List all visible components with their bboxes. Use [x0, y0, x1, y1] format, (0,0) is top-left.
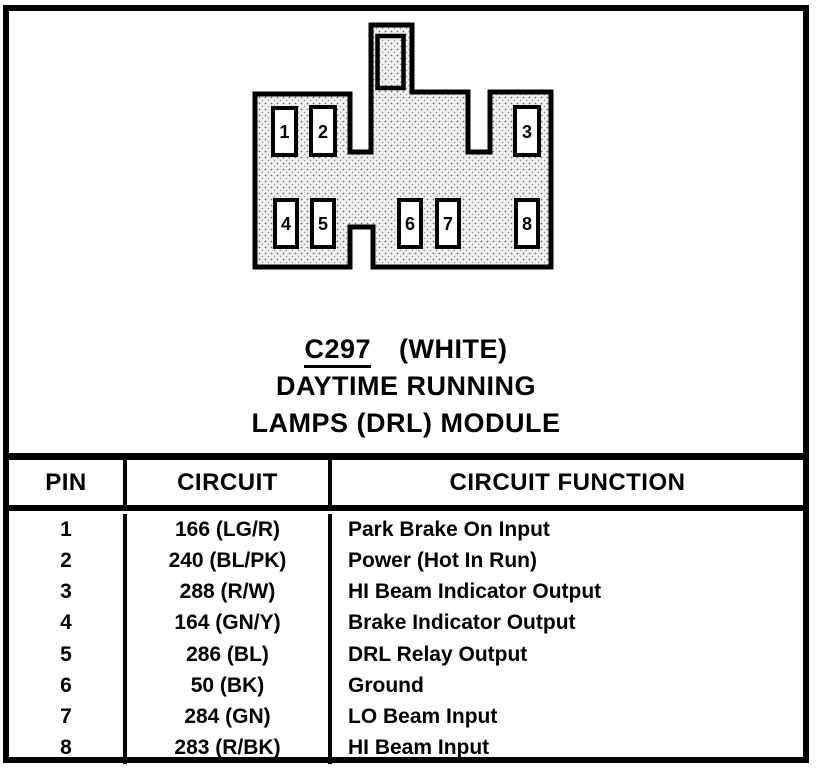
circuit-cell: 166 (LG/R) — [127, 514, 332, 546]
pin-cell: 4 — [9, 607, 127, 639]
table-row: 5 286 (BL) DRL Relay Output — [9, 639, 803, 671]
function-cell: Park Brake On Input — [348, 517, 550, 541]
table-row: 6 50 (BK) Ground — [9, 670, 803, 702]
table-row: 2 240 (BL/PK) Power (Hot In Run) — [9, 545, 803, 577]
function-cell: HI Beam Input — [348, 736, 490, 760]
circuit-cell: 240 (BL/PK) — [127, 545, 332, 577]
connector-id: C297 — [304, 334, 372, 368]
table-row: 1 166 (LG/R) Park Brake On Input — [9, 514, 803, 546]
connector-caption: C297 (WHITE) DAYTIME RUNNING LAMPS (DRL) … — [3, 331, 809, 442]
pin-cavity-4 — [273, 198, 299, 249]
function-cell: Brake Indicator Output — [348, 611, 576, 635]
circuit-cell: 50 (BK) — [127, 670, 332, 702]
pin-number-1: 1 — [279, 122, 289, 142]
pin-number-6: 6 — [405, 214, 415, 234]
circuit-cell: 283 (R/BK) — [127, 732, 332, 764]
pin-cavity-7 — [435, 198, 461, 249]
header-cell-function: CIRCUIT FUNCTION — [449, 468, 686, 496]
function-cell: HI Beam Indicator Output — [348, 580, 602, 604]
function-cell: DRL Relay Output — [348, 642, 528, 666]
pin-cell: 5 — [9, 639, 127, 671]
header-cell-pin: PIN — [9, 460, 127, 505]
pinout-table-body: 1 166 (LG/R) Park Brake On Input 2 240 (… — [9, 511, 803, 764]
pin-cavity-6 — [397, 198, 423, 249]
function-cell: Ground — [348, 673, 424, 697]
connector-color-note: (WHITE) — [399, 334, 508, 364]
pin-number-5: 5 — [318, 214, 328, 234]
table-row: 7 284 (GN) LO Beam Input — [9, 701, 803, 733]
circuit-cell: 286 (BL) — [127, 639, 332, 671]
pin-cavity-8 — [514, 198, 540, 249]
pin-number-2: 2 — [318, 122, 328, 142]
table-row: 3 288 (R/W) HI Beam Indicator Output — [9, 576, 803, 608]
table-row: 4 164 (GN/Y) Brake Indicator Output — [9, 607, 803, 639]
pin-number-7: 7 — [443, 214, 453, 234]
caption-line-1: C297 (WHITE) — [3, 331, 809, 368]
pin-cell: 2 — [9, 545, 127, 577]
caption-line-2: DAYTIME RUNNING — [275, 371, 537, 401]
circuit-cell: 284 (GN) — [127, 701, 332, 733]
pin-cell: 7 — [9, 701, 127, 733]
table-row: 8 283 (R/BK) HI Beam Input — [9, 732, 803, 764]
circuit-cell: 164 (GN/Y) — [127, 607, 332, 639]
pin-cavity-5 — [310, 198, 336, 249]
connector-diagram: 1 2 3 4 5 6 7 8 — [252, 22, 554, 270]
pinout-table-header: PIN CIRCUIT CIRCUIT FUNCTION — [9, 460, 803, 511]
pin-number-3: 3 — [522, 122, 532, 142]
header-cell-circuit: CIRCUIT — [127, 460, 332, 505]
pin-cavity-2 — [309, 105, 337, 157]
pin-number-4: 4 — [281, 214, 291, 234]
pin-cavity-1 — [271, 106, 298, 157]
pin-cell: 1 — [9, 514, 127, 546]
caption-line-3: LAMPS (DRL) MODULE — [251, 408, 561, 438]
pin-number-8: 8 — [522, 214, 532, 234]
pinout-table: PIN CIRCUIT CIRCUIT FUNCTION 1 166 (LG/R… — [9, 453, 803, 764]
pin-cell: 8 — [9, 732, 127, 764]
circuit-cell: 288 (R/W) — [127, 576, 332, 608]
page-border-frame — [3, 5, 809, 763]
function-cell: Power (Hot In Run) — [348, 548, 537, 572]
pin-cell: 3 — [9, 576, 127, 608]
pin-cavity-3 — [513, 105, 541, 157]
latch-window — [375, 33, 406, 91]
function-cell: LO Beam Input — [348, 705, 498, 729]
pin-cell: 6 — [9, 670, 127, 702]
